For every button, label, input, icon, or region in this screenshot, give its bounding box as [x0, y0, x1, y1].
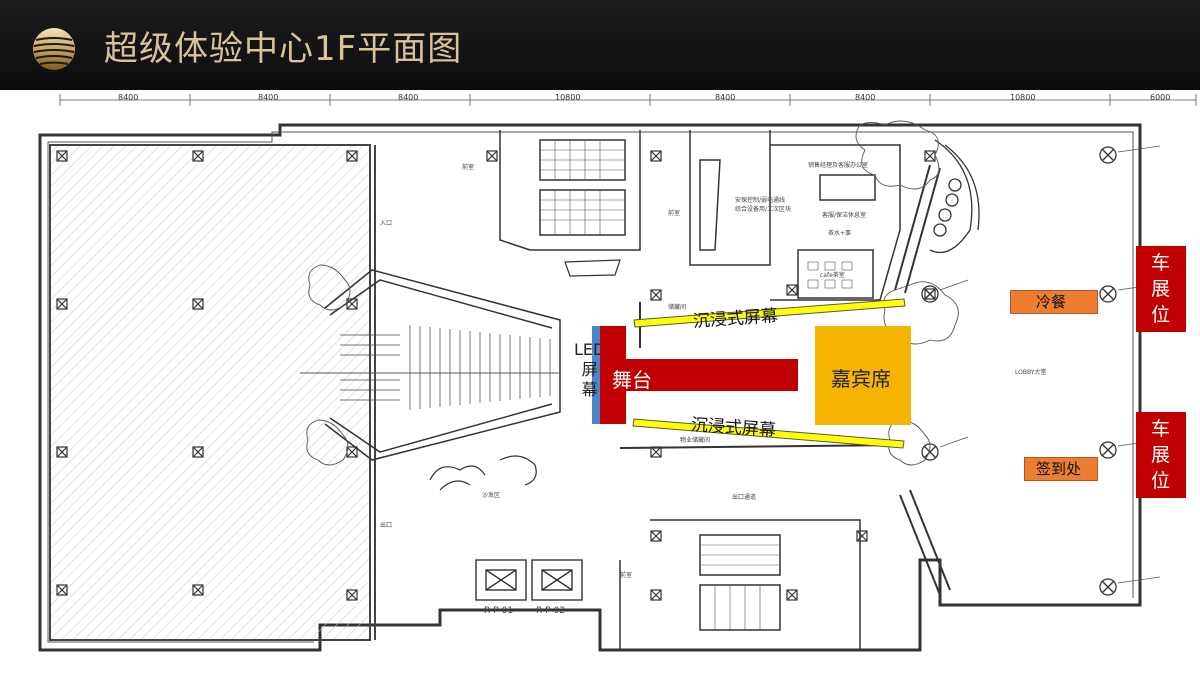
- car-display-top-char3: 位: [1151, 304, 1171, 326]
- cold-food-label: 冷餐: [1036, 293, 1067, 311]
- room-service-label: 客服/保洁休息室: [822, 212, 867, 219]
- immersive-screen-top: [633, 298, 906, 328]
- room-exit-corridor-label: 出口通道: [732, 494, 757, 501]
- car-display-top-char2: 展: [1151, 278, 1171, 300]
- dimension-label: 8400: [258, 93, 279, 102]
- check-in-area: [1024, 457, 1098, 481]
- floor-plan: 8400 8400 8400 10800 8400 8400 10800 600…: [0, 90, 1200, 675]
- car-display-top-char1: 车: [1151, 252, 1171, 274]
- check-in-label: 签到处: [1036, 460, 1082, 478]
- dimension-label: 8400: [398, 93, 419, 102]
- room-exit-label: 出口: [380, 522, 393, 529]
- vip-seats-area: [815, 326, 911, 425]
- car-display-bottom-label: 车 展 位: [1151, 416, 1170, 494]
- car-display-bottom-char3: 位: [1151, 470, 1171, 492]
- car-display-top: [1136, 246, 1186, 332]
- floor-plan-drawing: [38, 94, 1197, 652]
- room-storage-label: 物业储藏间: [680, 437, 711, 444]
- elevator1-label: R-P-01: [484, 606, 514, 616]
- dimension-label: 8400: [118, 93, 139, 102]
- dimension-label: 8400: [855, 93, 876, 102]
- immersive-screen-bottom: [632, 418, 905, 449]
- room-lobby-label: LOBBY大堂: [1015, 369, 1047, 376]
- stage-label: 舞台: [612, 368, 652, 392]
- room-front1-label: 前室: [462, 164, 475, 171]
- left-hall-hatched: [50, 145, 370, 640]
- dimension-label: 6000: [1150, 93, 1171, 102]
- led-screen-label: LED 屏 幕: [574, 340, 605, 400]
- led-screen-bar: [592, 326, 600, 424]
- led-screen-label-line2: 屏: [581, 360, 598, 379]
- dimension-label: 10800: [555, 93, 581, 102]
- header-bar: 超级体验中心1F平面图: [0, 0, 1200, 90]
- room-cafe-label: cafe茶室: [820, 272, 845, 279]
- led-screen-label-line1: LED: [574, 340, 606, 359]
- elevator2-label: R-P-02: [536, 606, 566, 616]
- car-display-bottom-char1: 车: [1151, 418, 1171, 440]
- room-front2-label: 前室: [668, 210, 681, 217]
- led-screen-label-line3: 幕: [581, 380, 598, 399]
- room-control-label: 安保控制/弱电通线 综合设备用/二次区块: [735, 197, 792, 213]
- cold-food-area: [1010, 290, 1098, 314]
- gold-sphere-logo-icon: [33, 28, 75, 70]
- car-display-bottom: [1136, 412, 1186, 498]
- room-storage2-label: 储藏间: [668, 304, 687, 311]
- stage-runway: [626, 359, 798, 391]
- room-front3-label: 前室: [620, 572, 633, 579]
- dimension-label: 10800: [1010, 93, 1036, 102]
- car-display-bottom-char2: 展: [1151, 444, 1171, 466]
- dimension-label: 8400: [715, 93, 736, 102]
- room-tea-label: 茶水+事: [828, 230, 852, 237]
- page-title: 超级体验中心1F平面图: [104, 29, 463, 69]
- room-office-label: 销售经理及客服办公室: [808, 162, 869, 169]
- room-entrance-label: 入口: [380, 220, 393, 227]
- vip-seats-label: 嘉宾席: [831, 367, 891, 391]
- room-sofa-area-label: 沙发区: [482, 492, 501, 499]
- stage-vertical: [600, 326, 626, 424]
- car-display-top-label: 车 展 位: [1151, 250, 1170, 328]
